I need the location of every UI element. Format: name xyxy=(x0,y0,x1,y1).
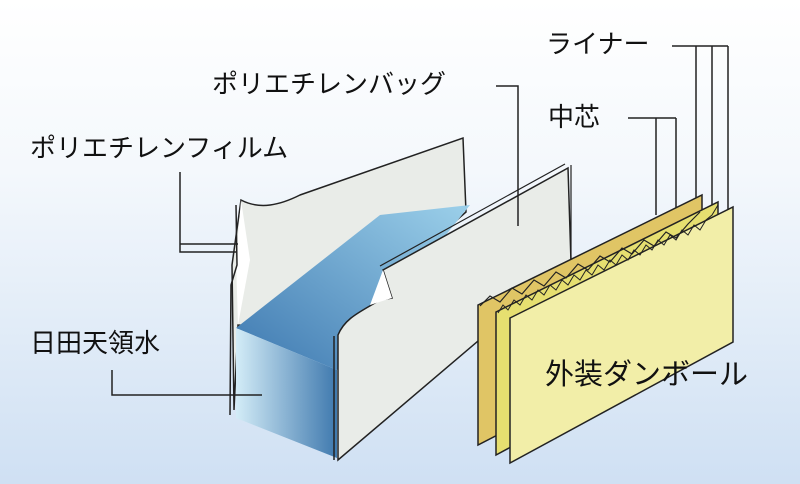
label-polyethylene-film: ポリエチレンフィルム xyxy=(30,134,289,164)
polyethylene-bag-sheet xyxy=(337,166,572,462)
label-medium: 中芯 xyxy=(548,103,601,133)
label-water: 日田天領水 xyxy=(30,329,161,359)
cardboard-front-liner xyxy=(509,205,734,465)
label-outer-carton: 外装ダンボール xyxy=(545,357,749,391)
label-polyethylene-bag: ポリエチレンバッグ xyxy=(212,70,447,100)
water-front-face xyxy=(236,328,337,458)
corrugated-medium xyxy=(479,211,701,307)
leader-lines xyxy=(111,45,729,396)
water-top-face xyxy=(236,205,470,370)
label-liner: ライナー xyxy=(546,30,650,60)
